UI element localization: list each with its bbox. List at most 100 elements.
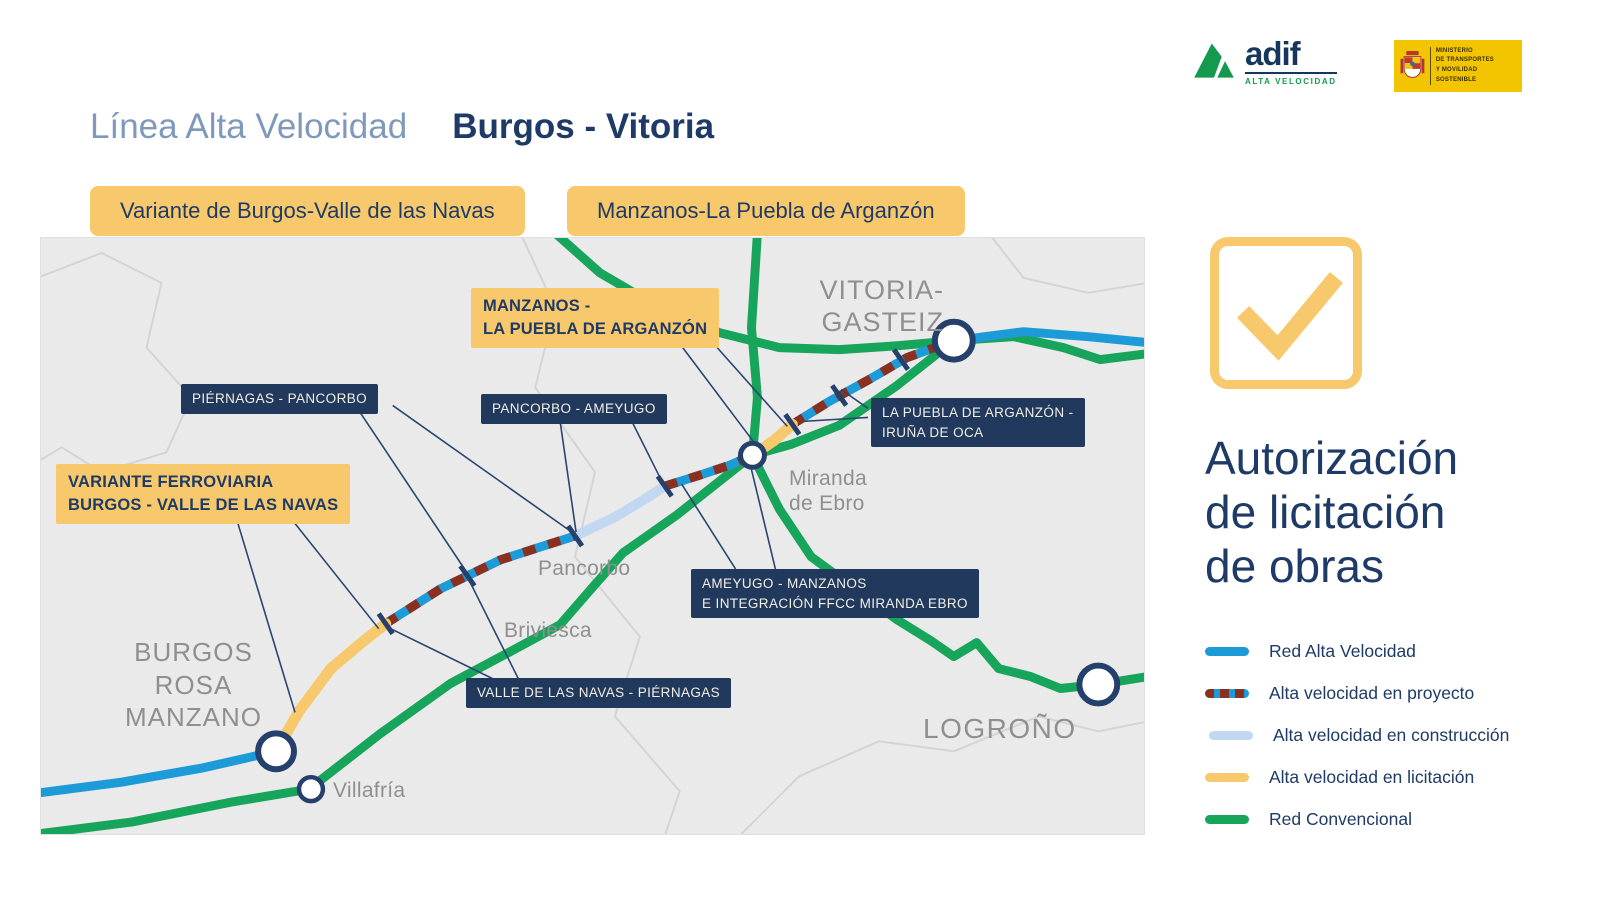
connector-line <box>360 412 468 573</box>
page-title: Línea Alta Velocidad Burgos - Vitoria <box>90 107 714 147</box>
city-burgos-line1: BURGOS <box>134 637 253 667</box>
av-line-west-of-burgos <box>41 746 281 798</box>
section-tick <box>566 524 585 548</box>
adif-logo: adif ALTA VELOCIDAD <box>1192 37 1337 86</box>
city-label-logrono: LOGROÑO <box>923 713 1077 744</box>
adif-brand-sub: ALTA VELOCIDAD <box>1245 72 1337 86</box>
legend-item-alta-velocidad: Red Alta Velocidad <box>1205 630 1509 672</box>
checkmark-icon <box>1236 272 1343 361</box>
adif-logo-icon <box>1194 43 1234 78</box>
section-label-manzanos-line1: MANZANOS - <box>483 297 591 315</box>
city-miranda-line1: Miranda <box>789 467 867 490</box>
panel-heading-line1: Autorización <box>1205 432 1459 484</box>
legend-item-proyecto: Alta velocidad en proyecto <box>1205 672 1509 714</box>
panel-heading-line3: de obras <box>1205 539 1385 592</box>
connector-line <box>292 520 380 630</box>
connector-line <box>712 343 788 427</box>
node-burgos <box>255 730 297 773</box>
legend-label-licitacion: Alta velocidad en licitación <box>1269 766 1475 787</box>
section-tick <box>830 384 849 407</box>
section-tick <box>783 412 802 436</box>
city-label-vitoria: VITORIA- GASTEIZ <box>786 274 944 339</box>
legend: Red Alta Velocidad Alta velocidad en pro… <box>1205 630 1509 840</box>
conventional-line-burgos-miranda <box>41 238 762 834</box>
city-label-burgos: BURGOS ROSA MANZANO <box>86 636 301 734</box>
connector-line <box>392 404 574 534</box>
ministry-logo: MINISTERIO DE TRANSPORTES Y MOVILIDAD SO… <box>1394 40 1522 92</box>
city-vitoria-line1: VITORIA- <box>819 275 944 305</box>
connector-line <box>388 626 493 680</box>
section-label-ameyugo-line1: AMEYUGO - MANZANOS <box>702 576 867 591</box>
section-tick <box>891 348 910 371</box>
adif-logo-text: adif ALTA VELOCIDAD <box>1245 37 1337 86</box>
province-border <box>41 251 193 474</box>
section-tick <box>458 564 477 588</box>
city-vitoria-line2: GASTEIZ <box>821 307 944 338</box>
legend-swatch-proyecto <box>1205 688 1249 698</box>
proyecto-dash-1 <box>383 531 577 628</box>
ministry-text: MINISTERIO DE TRANSPORTES Y MOVILIDAD SO… <box>1436 47 1516 85</box>
proyecto-dash-3 <box>789 336 956 429</box>
legend-swatch-licitacion <box>1205 772 1249 782</box>
legend-swatch-alta-velocidad <box>1205 646 1249 656</box>
section-label-variante-burgos: VARIANTE FERROVIARIA BURGOS - VALLE DE L… <box>56 464 351 525</box>
page-title-name: Burgos - Vitoria <box>452 107 715 146</box>
route-construccion-pancorbo-ameyugo <box>570 481 670 541</box>
section-label-valle-navas-piernagas: VALLE DE LAS NAVAS - PIÉRNAGAS <box>466 678 732 708</box>
section-label-variante-line2: BURGOS - VALLE DE LAS NAVAS <box>68 496 339 515</box>
tab-variante-burgos[interactable]: Variante de Burgos-Valle de las Navas <box>90 186 525 236</box>
connector-line <box>559 421 577 533</box>
province-border <box>991 238 1144 294</box>
av-line-east-of-vitoria <box>949 327 1144 347</box>
connector-line <box>236 520 296 713</box>
province-border <box>740 715 1144 834</box>
connector-line <box>803 416 869 423</box>
coat-of-arms-icon <box>1400 50 1425 78</box>
city-label-pancorbo: Pancorbo <box>538 557 631 580</box>
legend-swatch-construccion <box>1209 730 1253 740</box>
city-label-villafria: Villafría <box>333 779 406 802</box>
section-label-piernagas-pancorbo: PIÉRNAGAS - PANCORBO <box>181 384 379 414</box>
section-tick <box>376 612 395 636</box>
section-label-la-puebla-line1: LA PUEBLA DE ARGANZÓN - <box>882 405 1074 420</box>
city-burgos-line2: ROSA <box>154 669 233 700</box>
ministry-line-1: MINISTERIO <box>1435 47 1473 54</box>
licitacion-burgos-valle-navas <box>270 618 392 757</box>
ministry-line-2: DE TRANSPORTES <box>1435 57 1494 64</box>
legend-label-convencional: Red Convencional <box>1269 808 1413 829</box>
node-logrono <box>1076 662 1121 707</box>
connector-line <box>679 343 757 445</box>
connector-line <box>467 578 519 679</box>
legend-label-alta-velocidad: Red Alta Velocidad <box>1269 640 1416 661</box>
tab-manzanos-la-puebla[interactable]: Manzanos-La Puebla de Arganzón <box>567 186 965 236</box>
section-ticks <box>376 348 910 636</box>
page-title-prefix: Línea Alta Velocidad <box>90 107 408 146</box>
section-label-variante-line1: VARIANTE FERROVIARIA <box>68 473 274 491</box>
map: VITORIA- GASTEIZ Miranda de Ebro Pancorb… <box>40 237 1145 835</box>
conventional-rail-lines <box>41 238 1144 834</box>
city-nodes <box>255 318 1121 804</box>
ministry-line-3: Y MOVILIDAD SOSTENIBLE <box>1435 67 1478 83</box>
connector-line <box>748 461 777 570</box>
conventional-line-miranda-logrono <box>747 450 1144 693</box>
node-villafria <box>296 774 326 804</box>
legend-item-licitacion: Alta velocidad en licitación <box>1205 756 1509 798</box>
map-canvas <box>41 238 1144 834</box>
section-label-la-puebla-iruna: LA PUEBLA DE ARGANZÓN - IRUÑA DE OCA <box>871 398 1085 448</box>
section-label-manzanos-line2: LA PUEBLA DE ARGANZÓN <box>483 320 708 339</box>
av-network-lines <box>41 327 1144 798</box>
connector-line <box>681 483 737 570</box>
node-miranda-de-ebro <box>738 440 767 470</box>
city-label-briviesca: Briviesca <box>504 619 592 642</box>
legend-item-convencional: Red Convencional <box>1205 798 1509 840</box>
section-label-manzanos-la-puebla: MANZANOS - LA PUEBLA DE ARGANZÓN <box>471 288 720 349</box>
city-label-miranda: Miranda de Ebro <box>789 466 867 516</box>
section-label-ameyugo-line2: E INTEGRACIÓN FFCC MIRANDA EBRO <box>702 595 968 611</box>
conventional-line-vitoria-miranda <box>747 336 959 460</box>
ministry-divider <box>1429 47 1431 85</box>
city-burgos-line3: MANZANO <box>125 702 262 732</box>
section-label-ameyugo-manzanos: AMEYUGO - MANZANOS E INTEGRACIÓN FFCC MI… <box>691 569 979 619</box>
connector-line <box>840 388 869 410</box>
section-label-la-puebla-line2: IRUÑA DE OCA <box>882 424 984 440</box>
